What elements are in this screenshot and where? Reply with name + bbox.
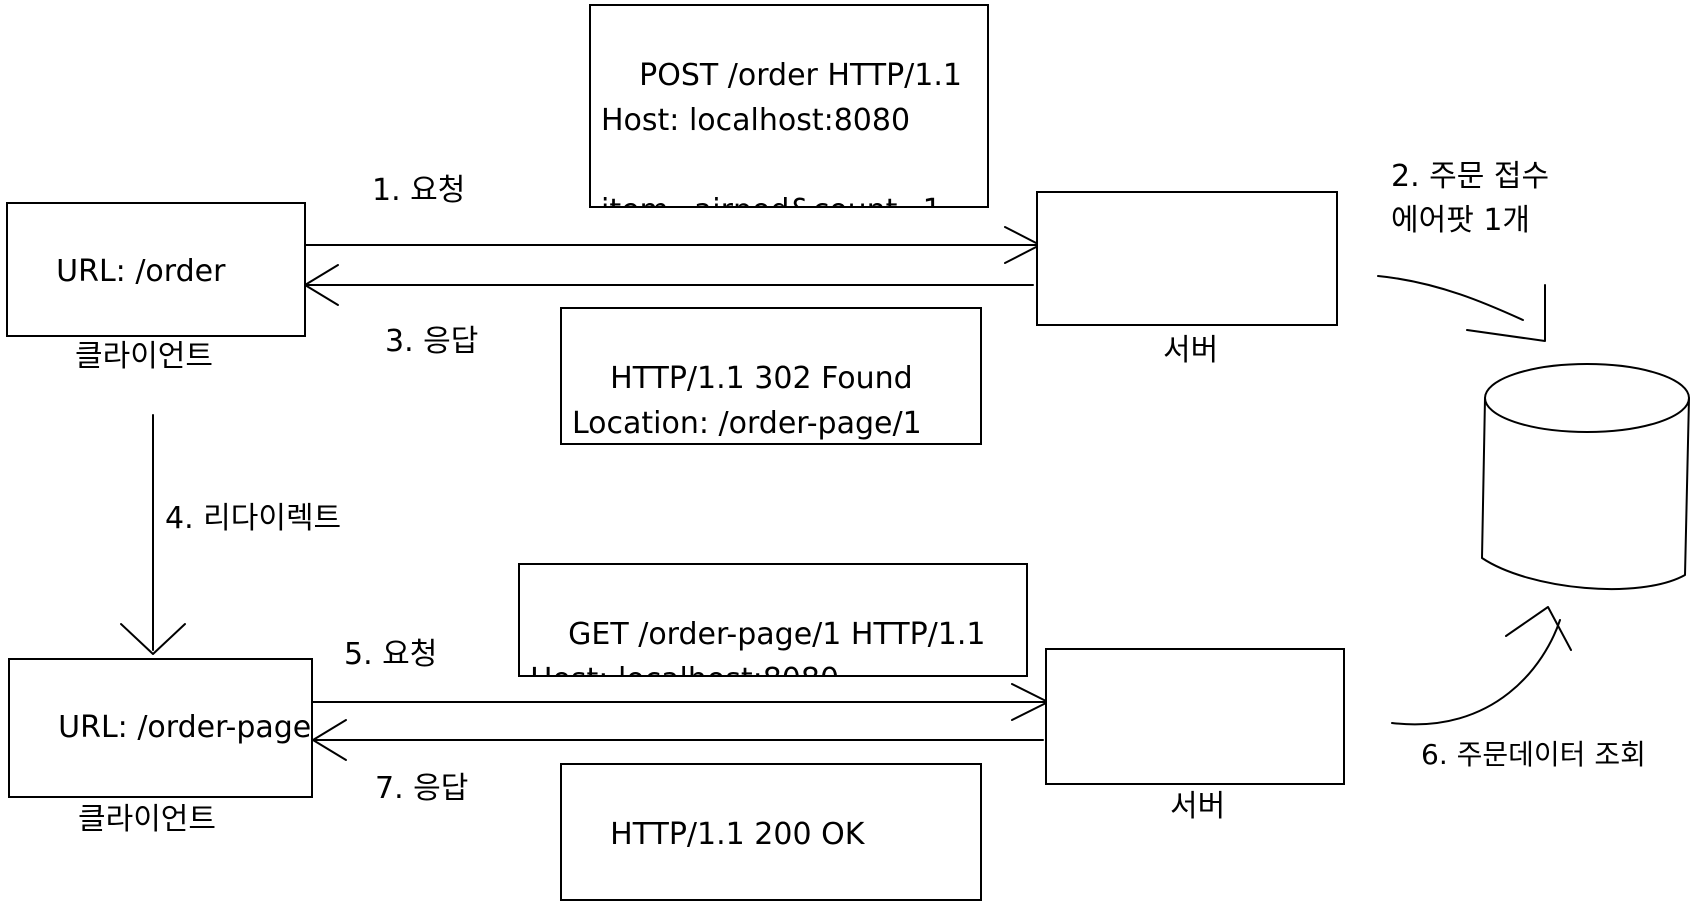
response-arrowhead-bottom [312,719,347,761]
database-icon [1481,363,1690,591]
step2-detail: 에어팟 1개 [1391,203,1531,238]
ok-response-box: HTTP/1.1 200 OK <html>…</html> [560,763,982,901]
client-box-top: URL: /order [6,202,306,337]
server-box-top [1036,191,1338,326]
ok-response-text: HTTP/1.1 200 OK <html>…</html> [610,817,865,852]
order-lookup-curve [1391,619,1561,726]
step4-label: 4. 리다이렉트 [165,501,342,536]
get-request-text: GET /order-page/1 HTTP/1.1 Host: localho… [530,617,986,675]
server-caption-bottom: 서버 [1170,789,1226,824]
client-caption-bottom: 클라이언트 [78,802,216,837]
redirect-response-box: HTTP/1.1 302 Found Location: /order-page… [560,307,982,445]
get-request-box: GET /order-page/1 HTTP/1.1 Host: localho… [518,563,1028,677]
client-url-bottom: URL: /order-page/1 [58,710,313,745]
order-save-curve [1377,275,1524,321]
step1-label: 1. 요청 [372,173,466,208]
redirect-response-text: HTTP/1.1 302 Found Location: /order-page… [572,361,922,441]
client-box-bottom: URL: /order-page/1 [8,658,313,798]
redirect-arrowhead [120,623,186,655]
step3-label: 3. 응답 [385,324,479,359]
post-request-text: POST /order HTTP/1.1 Host: localhost:808… [601,58,962,206]
post-request-box: POST /order HTTP/1.1 Host: localhost:808… [589,4,989,208]
step2-label: 2. 주문 접수 [1391,159,1550,194]
order-lookup-arrowhead [1505,606,1572,651]
server-caption-top: 서버 [1163,333,1219,368]
step7-label: 7. 응답 [375,771,469,806]
client-caption-top: 클라이언트 [75,339,213,374]
server-box-bottom [1045,648,1345,785]
step5-label: 5. 요청 [344,637,438,672]
order-save-arrowhead [1466,284,1546,342]
client-url-top: URL: /order [56,254,226,289]
step6-label: 6. 주문데이터 조회 [1421,738,1646,771]
